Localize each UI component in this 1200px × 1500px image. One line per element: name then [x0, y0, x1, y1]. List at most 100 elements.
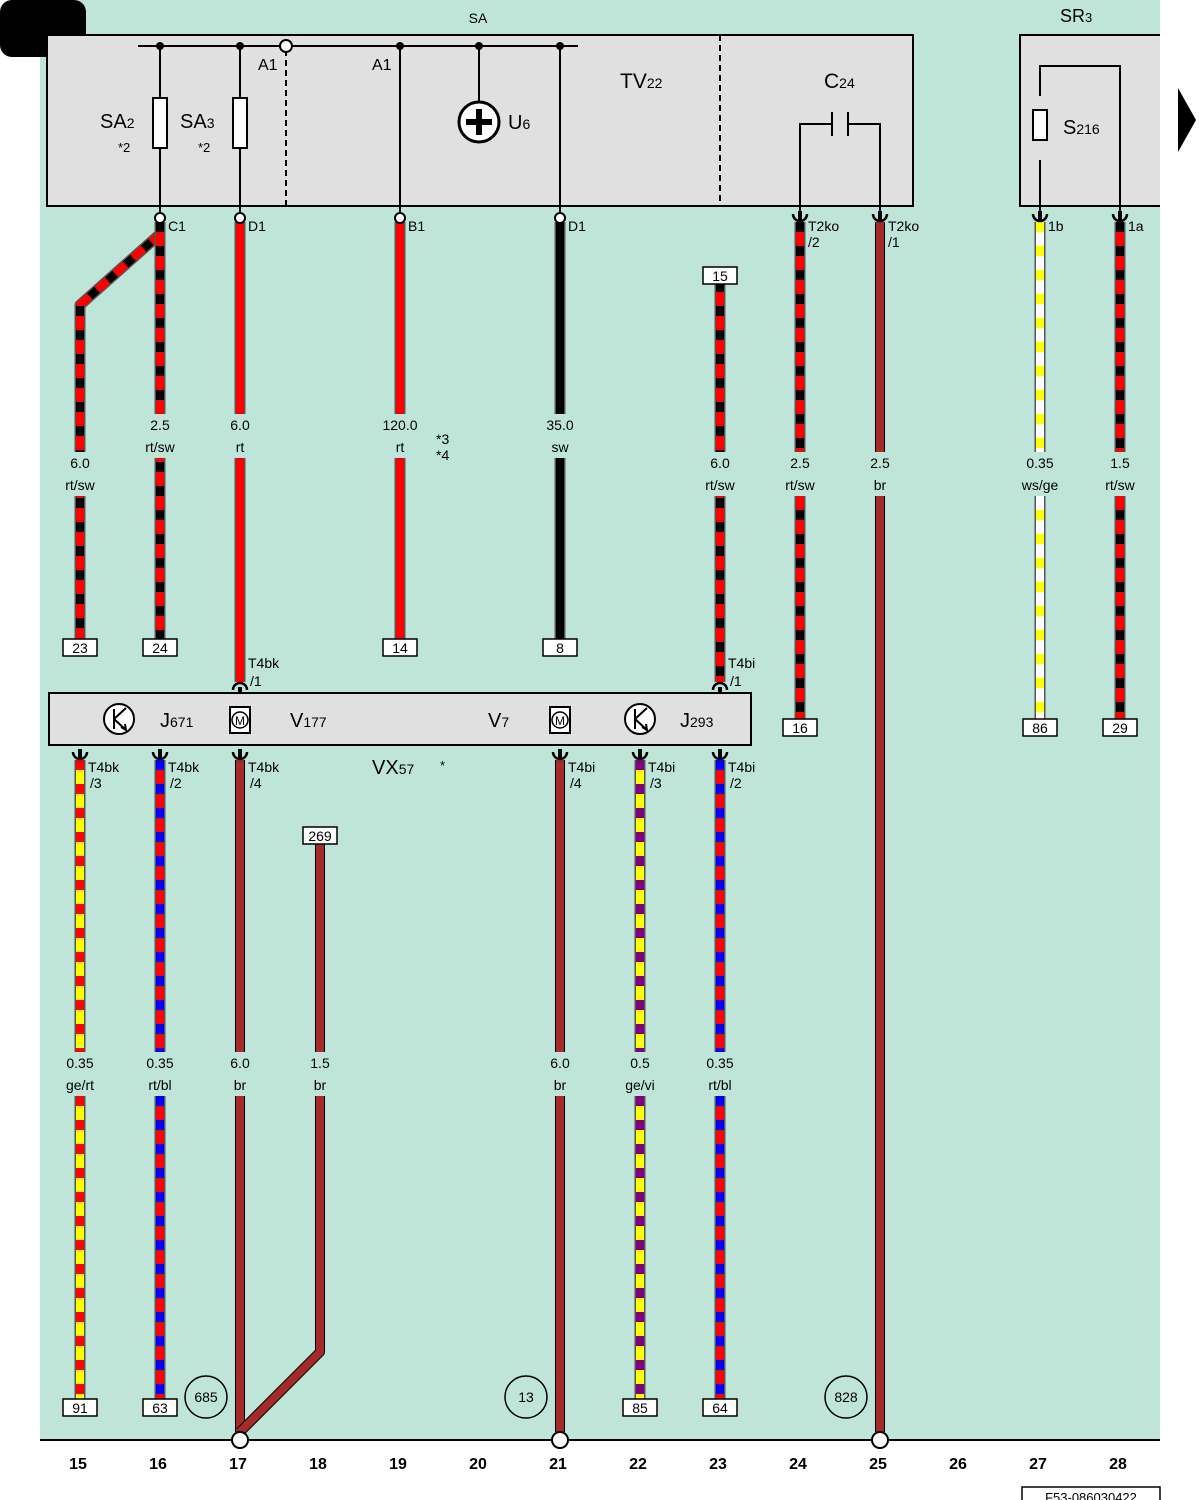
column-number-16: 16 — [149, 1456, 167, 1473]
wire-labels: 6.0rt/sw2.5rt/sw6.0rt120.0rt*3*435.0sw6.… — [65, 417, 1135, 1093]
svg-text:63: 63 — [152, 1400, 168, 1416]
svg-text:8: 8 — [556, 640, 564, 656]
fuse-sa2 — [152, 97, 168, 149]
doc-id: F53-086030422 — [1045, 1490, 1137, 1500]
ref-box-85[interactable]: 85 — [622, 1398, 658, 1417]
u6-label: U6 — [508, 112, 530, 134]
wire-w17bot — [208, 760, 272, 1432]
wire-color-w17bot: br — [234, 1077, 247, 1093]
vx57-note: * — [440, 758, 445, 773]
pin-t2ko-2-sub: /2 — [808, 234, 820, 250]
next-page-arrow-icon[interactable] — [1178, 88, 1196, 152]
sa3-note: *2 — [198, 140, 210, 155]
wire-color-w15top: rt/sw — [65, 477, 95, 493]
pin-t4bk-2-sub: /2 — [170, 775, 182, 791]
capacitor-c24 — [799, 112, 881, 214]
pin-t2ko-1: T2ko — [888, 218, 919, 234]
pin-1b: 1b — [1048, 218, 1064, 234]
sa2-note: *2 — [118, 140, 130, 155]
wire-color-w28: rt/sw — [1105, 477, 1135, 493]
wire-color-w21top: sw — [551, 439, 569, 455]
reference-circles: 685 13 828 — [184, 1375, 868, 1419]
circle-13: 13 — [518, 1389, 534, 1405]
svg-text:269: 269 — [308, 828, 332, 844]
plug-10 — [631, 749, 649, 761]
doc-id-box — [1021, 1486, 1161, 1500]
s216-label: S216 — [1063, 117, 1100, 139]
ref-box-269[interactable]: 269 — [302, 826, 338, 845]
column-number-28: 28 — [1109, 1456, 1127, 1473]
wire-size-w25: 2.5 — [870, 455, 890, 471]
pin-t4bi-3: T4bi — [648, 759, 675, 775]
wire-w22 — [608, 760, 672, 1402]
pin-t2ko-1-sub: /1 — [888, 234, 900, 250]
plug-7 — [151, 749, 169, 761]
column-number-22: 22 — [629, 1456, 647, 1473]
svg-text:85: 85 — [632, 1400, 648, 1416]
ref-box-23[interactable]: 23 — [62, 638, 98, 657]
plug-9 — [551, 749, 569, 761]
a1-left-label: A1 — [258, 57, 278, 74]
svg-text:M: M — [555, 714, 565, 728]
wire-w17top — [208, 222, 272, 682]
ref-box-86[interactable]: 86 — [1022, 718, 1058, 737]
ref-box-16[interactable]: 16 — [782, 718, 818, 737]
v177-motor-icon: M — [229, 706, 251, 734]
svg-text:M: M — [235, 714, 245, 728]
v7-motor-icon: M — [549, 706, 571, 734]
column-number-17: 17 — [229, 1456, 247, 1473]
circle-685: 685 — [194, 1389, 218, 1405]
tv22-label: TV22 — [620, 70, 663, 93]
ref-box-14[interactable]: 14 — [382, 638, 418, 657]
column-number-19: 19 — [389, 1456, 407, 1473]
top-connectors — [154, 212, 566, 224]
wire-size-w17top: 6.0 — [230, 417, 250, 433]
pin-t4bk-2: T4bk — [168, 759, 200, 775]
wire-size-w24top: 2.5 — [790, 455, 810, 471]
wire-size-w23bot: 0.35 — [706, 1055, 733, 1071]
wire-size-w21top: 35.0 — [546, 417, 573, 433]
wire-size-w19top: 120.0 — [382, 417, 417, 433]
wire-color-w23top: rt/sw — [705, 477, 735, 493]
svg-text:86: 86 — [1032, 720, 1048, 736]
wire-color-w24top: rt/sw — [785, 477, 815, 493]
ref-box-64[interactable]: 64 — [702, 1398, 738, 1417]
ref-box-29[interactable]: 29 — [1102, 718, 1138, 737]
ref-box-24[interactable]: 24 — [142, 638, 178, 657]
wire-size-w18: 1.5 — [310, 1055, 330, 1071]
pin-b1: B1 — [408, 218, 425, 234]
pin-t2ko-2: T2ko — [808, 218, 839, 234]
ref-box-91[interactable]: 91 — [62, 1398, 98, 1417]
wire-size-w16bot: 0.35 — [146, 1055, 173, 1071]
pin-t4bi-1-sub: /1 — [730, 673, 742, 689]
wire-w16top — [128, 222, 192, 642]
svg-text:15: 15 — [712, 268, 728, 284]
wire-note-w19top-1: *4 — [436, 447, 449, 463]
ref-box-8[interactable]: 8 — [542, 638, 578, 657]
plug-8 — [231, 749, 249, 761]
pin-t4bi-1: T4bi — [728, 655, 755, 671]
plug-6 — [71, 749, 89, 761]
wire-size-w28: 1.5 — [1110, 455, 1130, 471]
pin-t4bi-2-sub: /2 — [730, 775, 742, 791]
svg-text:14: 14 — [392, 640, 408, 656]
plug-3 — [1111, 211, 1129, 223]
j293-label: J293 — [680, 710, 714, 732]
ref-box-63[interactable]: 63 — [142, 1398, 178, 1417]
wire-size-w15top: 6.0 — [70, 455, 90, 471]
wire-w27 — [1008, 222, 1072, 722]
sa2-label: SA2 — [100, 111, 135, 133]
column-number-23: 23 — [709, 1456, 727, 1473]
pin-t4bi-4-sub: /4 — [570, 775, 582, 791]
column-number-15: 15 — [69, 1456, 87, 1473]
reference-boxes: 23 24 14 8 15 16 86 29 269 91 63 85 64 — [62, 266, 1138, 1417]
wire-color-w21bot: br — [554, 1077, 567, 1093]
wire-color-w25: br — [874, 477, 887, 493]
svg-text:23: 23 — [72, 640, 88, 656]
ref-box-15[interactable]: 15 — [702, 266, 738, 285]
pin-d1-left: D1 — [248, 218, 266, 234]
plug-11 — [711, 749, 729, 761]
j671-label: J671 — [160, 710, 194, 732]
plug-0 — [791, 211, 809, 223]
